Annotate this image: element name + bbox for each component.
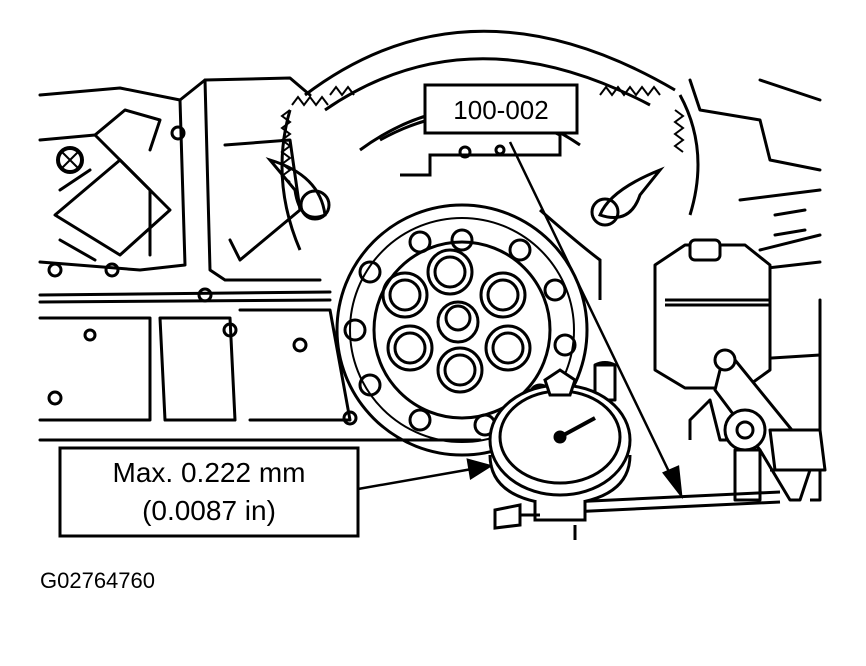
leader-arrows [357,141,683,500]
max-runout-box [58,446,360,538]
engine-block [38,76,822,502]
crankshaft-flange [335,203,589,457]
max-runout-line2: (0.0087 in) [142,495,276,526]
dial-indicator [488,368,632,540]
figure-id: G02764760 [40,568,155,593]
magnetic-base [593,238,827,502]
ring-gear [265,29,700,300]
max-runout-line1: Max. 0.222 mm [113,457,306,488]
tool-number-callout: 100-002 [423,83,579,135]
tool-number-box [423,83,579,135]
indicator-rod [569,468,820,514]
tool-number-label: 100-002 [453,95,548,125]
max-runout-callout: Max. 0.222 mm (0.0087 in) [58,446,360,538]
